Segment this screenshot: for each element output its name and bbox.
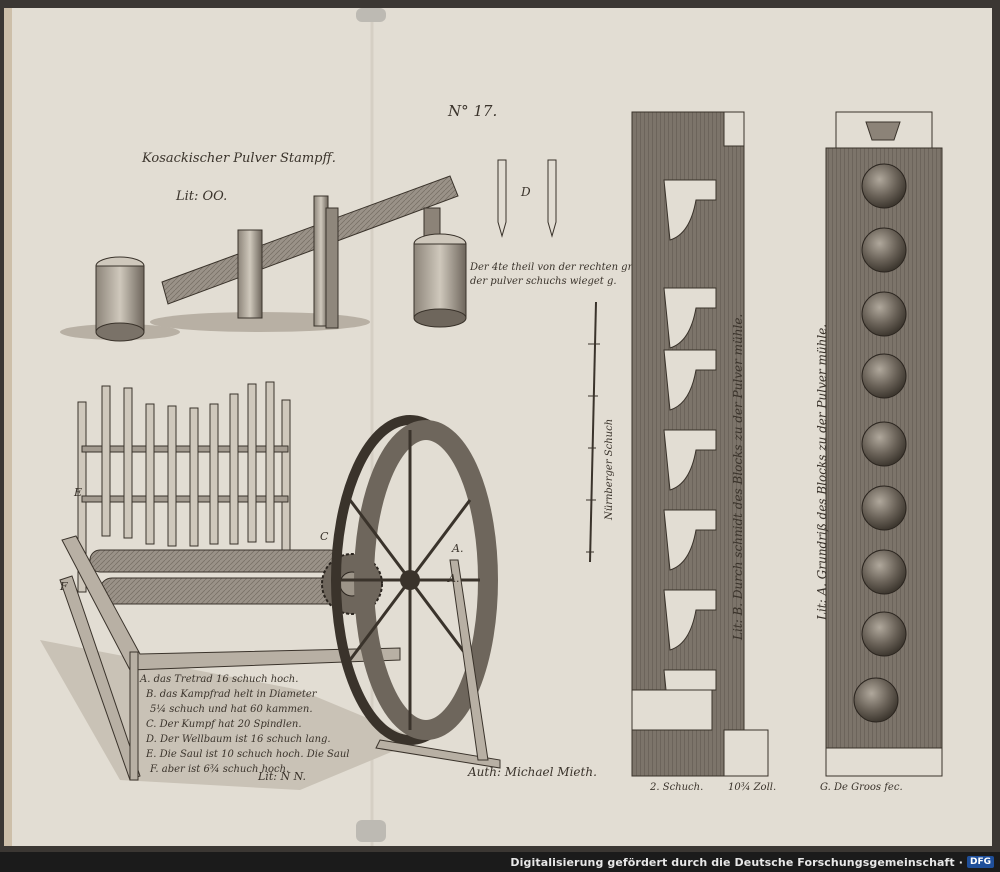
plate-number: N° 17.	[447, 102, 497, 120]
plate-subtitle: Lit: OO.	[175, 189, 227, 204]
legend-line: E. Die Saul ist 10 schuch hoch. Die Saul	[145, 749, 350, 760]
legend-line: B. das Kampfrad helt in Diameter	[145, 689, 318, 700]
legend-line: D. Der Wellbaum ist 16 schuch lang.	[145, 734, 331, 745]
block-plan-a	[825, 111, 943, 777]
wheel-letter-a1: A.	[451, 542, 463, 555]
block-section-b	[631, 111, 769, 777]
pestle-detail	[497, 159, 557, 238]
dfg-logo: DFG	[966, 856, 994, 868]
book-edge	[4, 8, 12, 846]
scanned-plate: N° 17. Kosackischer Pulver Stampff. Lit:…	[0, 0, 1000, 852]
ruler-label: Nürnberger Schuch	[604, 419, 615, 521]
legend-line: F. aber ist 6¾ schuch hoch.	[149, 764, 289, 775]
clip-bottom	[356, 820, 386, 842]
mill-letter-f: F	[59, 580, 68, 593]
pestle-note-line-2: der pulver schuchs wieget g.	[470, 276, 617, 287]
cossack-stamp-illustration	[60, 175, 467, 342]
legend-line: Lit: N N.	[257, 770, 306, 783]
legend-line: 5¼ schuch und hat 60 kammen.	[150, 704, 313, 715]
mill-letter-e: E	[73, 486, 82, 499]
section-label: Lit: B. Durch schnidt des Blocks zu der …	[731, 314, 745, 641]
nuremberg-foot-ruler	[586, 301, 600, 563]
wheel-letter-a2: A.	[447, 572, 459, 585]
scale-right: 10¾ Zoll.	[728, 782, 776, 793]
mark-d: D	[520, 185, 531, 199]
engraver-signature: G. De Groos fec.	[820, 782, 903, 793]
author-signature: Auth: Michael Mieth.	[467, 765, 597, 779]
plate-title: Kosackischer Pulver Stampff.	[141, 151, 336, 166]
footer-text: Digitalisierung gefördert durch die Deut…	[510, 855, 963, 869]
legend-line: C. Der Kumpf hat 20 Spindlen.	[146, 719, 302, 730]
pestle-note-line-1: Der 4te theil von der rechten größe	[469, 262, 651, 273]
clip-top	[356, 8, 386, 22]
legend-line: A. das Tretrad 16 schuch hoch.	[139, 674, 298, 685]
scale-left: 2. Schuch.	[649, 782, 703, 793]
mill-letter-c: C	[320, 530, 329, 543]
plan-label: Lit: A. Grundriß des Blocks zu der Pulve…	[815, 324, 829, 621]
legend: A. das Tretrad 16 schuch hoch. B. das Ka…	[139, 674, 350, 783]
engraving-plate: N° 17. Kosackischer Pulver Stampff. Lit:…	[0, 0, 1000, 852]
powder-mill-illustration	[40, 381, 501, 790]
digitization-footer: Digitalisierung gefördert durch die Deut…	[0, 852, 1000, 872]
